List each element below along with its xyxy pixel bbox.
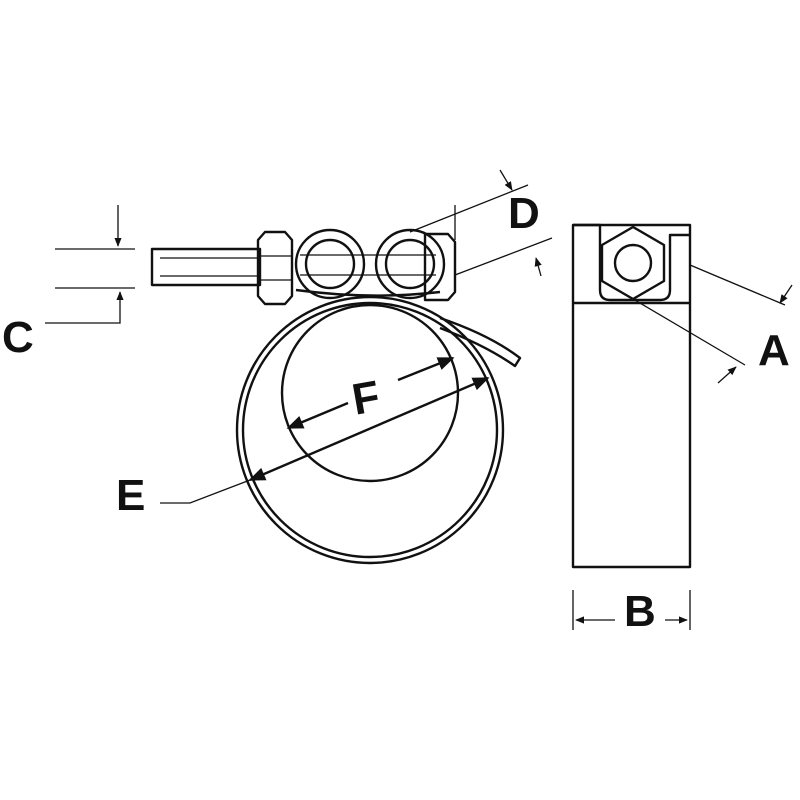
band-outer xyxy=(235,295,505,565)
dimension-d: D xyxy=(409,169,553,277)
bolt-end xyxy=(613,243,653,283)
nut-right xyxy=(423,232,457,302)
label-e: E xyxy=(116,471,145,520)
band-inner xyxy=(241,301,499,559)
band-side xyxy=(571,223,692,569)
front-view xyxy=(150,228,522,565)
dimension-a: A xyxy=(632,264,793,384)
bolt-shaft xyxy=(150,247,262,287)
dimension-b: B xyxy=(572,587,691,636)
nut-left xyxy=(256,230,294,306)
band-tail xyxy=(439,316,522,368)
side-view xyxy=(571,223,692,569)
label-b: B xyxy=(624,587,656,636)
dimension-e-f: F E xyxy=(116,356,490,520)
label-c: C xyxy=(2,313,34,362)
loop-left xyxy=(294,228,366,300)
label-d: D xyxy=(508,189,540,238)
label-a: A xyxy=(758,326,790,375)
label-f: F xyxy=(348,372,383,425)
dimension-c: C xyxy=(2,205,135,362)
side-nut xyxy=(600,225,666,301)
loop-right xyxy=(374,228,446,300)
